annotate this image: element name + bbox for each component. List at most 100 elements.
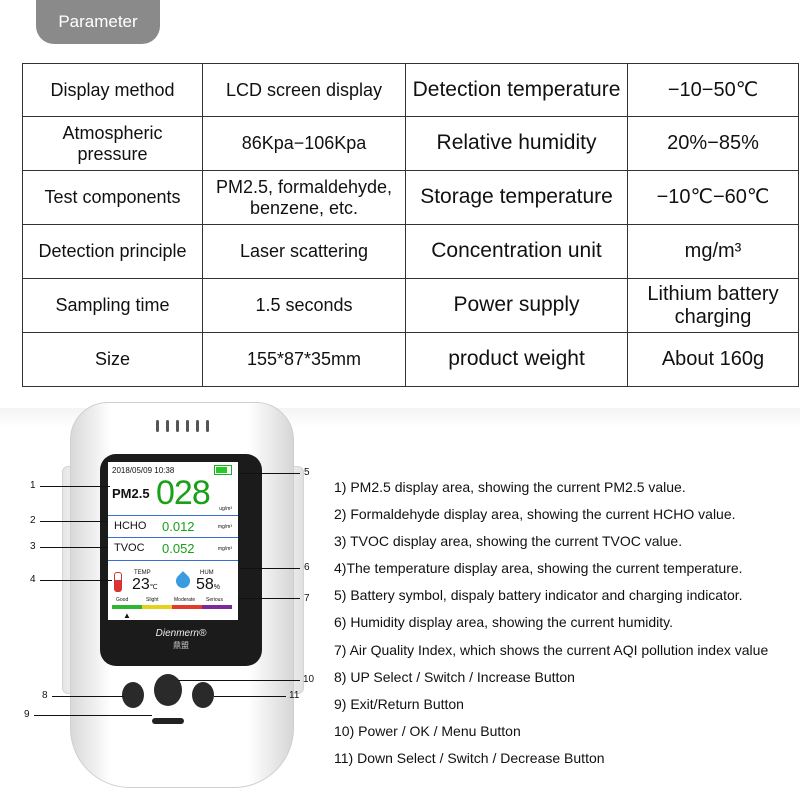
up-select-button[interactable] — [122, 682, 144, 708]
param-value: mg/m³ — [627, 224, 799, 279]
callout-line — [34, 715, 152, 716]
screen-datetime: 2018/05/09 10:38 — [112, 466, 175, 475]
callout-6: 6 — [304, 562, 310, 573]
vent-slot — [196, 420, 199, 432]
param-value: Laser scattering — [202, 224, 406, 279]
note-item: 9) Exit/Return Button — [334, 695, 464, 712]
note-item: 7) Air Quality Index, which shows the cu… — [334, 641, 769, 658]
tvoc-value: 0.052 — [162, 541, 195, 556]
pm25-value: 028 — [156, 474, 211, 512]
param-label: Atmospheric pressure — [22, 116, 203, 171]
param-value: −10℃−60℃ — [627, 170, 799, 225]
note-item: 11) Down Select / Switch / Decrease Butt… — [334, 749, 605, 766]
aqi-bar-slight — [142, 605, 172, 609]
aqi-bar-serious — [202, 605, 232, 609]
hcho-label: HCHO — [114, 520, 147, 532]
aqi-pointer-icon: ▲ — [123, 611, 131, 620]
note-item: 4)The temperature display area, showing … — [334, 560, 743, 577]
thermometer-icon — [114, 572, 122, 592]
screen-divider — [108, 515, 238, 516]
vent-slot — [206, 420, 209, 432]
screen-divider — [108, 560, 238, 561]
pm25-unit: ug/m³ — [219, 506, 232, 512]
brand-logo-cn: 鼎盟 — [173, 641, 189, 650]
down-select-button[interactable] — [192, 682, 214, 708]
param-label: Power supply — [405, 278, 628, 333]
vent-slot — [176, 420, 179, 432]
param-value: 20%−85% — [627, 116, 799, 171]
callout-line — [240, 473, 300, 474]
callout-line — [214, 696, 286, 697]
param-value: Lithium battery charging — [627, 278, 799, 333]
power-ok-menu-button[interactable] — [154, 674, 182, 706]
exit-return-button[interactable] — [152, 718, 184, 724]
water-drop-icon — [173, 571, 193, 591]
parameter-tab: Parameter — [36, 0, 160, 44]
vent-slot — [166, 420, 169, 432]
callout-line — [240, 568, 300, 569]
tvoc-unit: mg/m³ — [217, 546, 232, 552]
hum-label: HUM — [200, 570, 214, 576]
vent-slot — [156, 420, 159, 432]
param-label: Size — [22, 332, 203, 387]
aqi-bar-moderate — [172, 605, 202, 609]
param-label: Sampling time — [22, 278, 203, 333]
param-label: Concentration unit — [405, 224, 628, 279]
note-item: 8) UP Select / Switch / Increase Button — [334, 668, 575, 685]
note-item: 1) PM2.5 display area, showing the curre… — [334, 479, 686, 495]
param-label: Display method — [22, 63, 203, 117]
callout-2: 2 — [30, 515, 36, 526]
param-value: 155*87*35mm — [202, 332, 406, 387]
callout-line — [40, 580, 112, 581]
callout-3: 3 — [30, 541, 36, 552]
param-label: product weight — [405, 332, 628, 387]
callout-line — [178, 680, 300, 681]
callout-line — [52, 696, 124, 697]
callout-line — [40, 486, 110, 487]
note-item: 6) Humidity display area, showing the cu… — [334, 614, 674, 631]
callout-8: 8 — [42, 690, 48, 701]
param-value: PM2.5, formaldehyde, benzene, etc. — [202, 170, 406, 225]
callout-4: 4 — [30, 574, 36, 585]
device-illustration: 2018/05/09 10:38 PM2.5 028 ug/m³ HCHO 0.… — [62, 402, 304, 788]
hcho-unit: mg/m³ — [217, 524, 232, 530]
param-label: Detection principle — [22, 224, 203, 279]
hum-value: 58% — [196, 576, 221, 593]
callout-10: 10 — [303, 674, 315, 685]
param-value: 1.5 seconds — [202, 278, 406, 333]
brand-logo: Dienmern® — [155, 628, 207, 639]
param-label: Relative humidity — [405, 116, 628, 171]
callout-7: 7 — [304, 593, 310, 604]
pm25-label: PM2.5 — [112, 486, 150, 501]
aqi-bar-good — [112, 605, 142, 609]
temp-value: 23℃ — [132, 576, 158, 593]
callout-9: 9 — [24, 709, 30, 720]
param-label: Detection temperature — [405, 63, 628, 117]
param-label: Storage temperature — [405, 170, 628, 225]
callout-1: 1 — [30, 480, 36, 491]
vent-slot — [186, 420, 189, 432]
note-item: 5) Battery symbol, dispaly battery indic… — [334, 587, 743, 604]
param-value: 86Kpa−106Kpa — [202, 116, 406, 171]
screen-divider — [108, 537, 238, 538]
note-item: 2) Formaldehyde display area, showing th… — [334, 506, 736, 523]
aqi-label-slight: Slight — [146, 597, 159, 603]
param-value: LCD screen display — [202, 63, 406, 117]
param-value: About 160g — [627, 332, 799, 387]
battery-icon — [214, 465, 232, 475]
callout-5: 5 — [304, 467, 310, 478]
aqi-label-serious: Serious — [206, 597, 223, 603]
param-label: Test components — [22, 170, 203, 225]
feature-notes: 1) PM2.5 display area, showing the curre… — [334, 478, 768, 776]
hcho-value: 0.012 — [162, 519, 195, 534]
tvoc-label: TVOC — [114, 542, 145, 554]
temp-label: TEMP — [134, 570, 151, 576]
callout-line — [238, 598, 300, 599]
